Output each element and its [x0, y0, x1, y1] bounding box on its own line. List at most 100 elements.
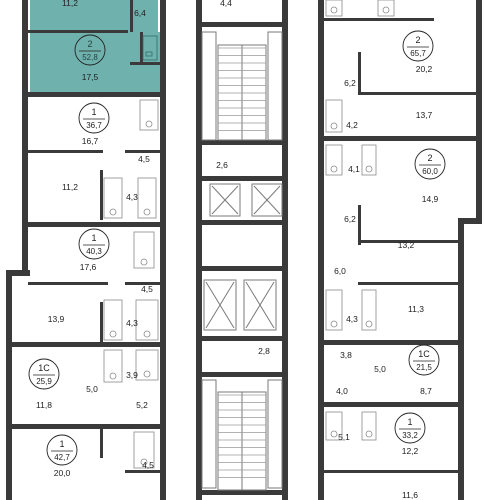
fixture-shape	[145, 120, 153, 128]
area-label: 5,1	[338, 432, 350, 442]
badge-circle	[78, 102, 110, 134]
area-label: 3,8	[340, 350, 352, 360]
apartment-badge[interactable]: 1С 21,5	[408, 344, 440, 376]
fixture-shape	[143, 208, 151, 216]
area-label: 4,5	[142, 460, 154, 470]
fixture-shape	[103, 177, 123, 219]
apartment-room-count: 1	[91, 233, 96, 243]
area-label: 17,6	[80, 262, 97, 272]
apartment-total-area: 33,2	[402, 431, 418, 440]
badge-circle	[408, 344, 440, 376]
fixture-shape	[140, 258, 148, 266]
left-block-walls	[6, 0, 166, 500]
staircase-lower	[217, 391, 267, 491]
fixture-shape	[103, 299, 123, 341]
apartment-total-area: 21,5	[416, 363, 432, 372]
fixture-shape	[365, 430, 373, 438]
apartment-room-count: 1С	[418, 349, 430, 359]
fixture-shape	[137, 177, 157, 219]
apartment-room-count: 1	[407, 417, 412, 427]
area-label: 17,5	[82, 72, 99, 82]
apartment-badge[interactable]: 136,7	[78, 102, 110, 134]
elevator-shafts	[203, 183, 283, 331]
fixture-shape	[330, 320, 338, 328]
area-label: 2,8	[258, 346, 270, 356]
bathroom-fixtures	[103, 0, 395, 469]
fixture-shape	[361, 144, 377, 176]
area-label: 4,3	[346, 314, 358, 324]
apartment-total-area: 52,8	[82, 53, 98, 62]
area-label: 5,0	[374, 364, 386, 374]
area-label: 11,2	[62, 182, 78, 192]
fixture-shape	[330, 165, 338, 173]
apartment-total-area: 36,7	[86, 121, 102, 130]
fixture-shape	[139, 99, 159, 131]
apartment-room-count: 1	[59, 439, 64, 449]
apartment-total-area: 25,9	[36, 377, 52, 386]
area-label: 4,3	[126, 192, 138, 202]
fixture-shape	[109, 208, 117, 216]
area-label: 2,6	[216, 160, 228, 170]
area-label: 3,9	[126, 370, 138, 380]
apartment-room-count: 1	[91, 107, 96, 117]
badge-circle	[46, 434, 78, 466]
apartment-badge[interactable]: 133,2	[394, 412, 426, 444]
apartment-total-area: 40,3	[86, 247, 102, 256]
badge-circle	[74, 34, 106, 66]
fixture-shape	[133, 431, 155, 469]
sink-fixture	[145, 51, 153, 57]
area-label: 4,2	[346, 120, 358, 130]
area-label: 4,0	[336, 386, 348, 396]
area-label: 13,2	[398, 240, 415, 250]
area-label: 5,2	[136, 400, 148, 410]
fixture-shape	[103, 349, 123, 383]
fixture-shape	[135, 299, 159, 341]
fixture-shape	[330, 122, 338, 130]
room-area-labels: 11,2 6,4 17,5 16,7 4,5 11,2 4,3 17,6 4,5…	[36, 0, 439, 500]
area-label: 13,7	[416, 110, 433, 120]
apartment-badge[interactable]: 260,0	[414, 148, 446, 180]
fixture-shape	[330, 430, 338, 438]
highlighted-apartment-walls	[28, 0, 165, 65]
area-label: 6,2	[344, 78, 356, 88]
area-label: 14,9	[422, 194, 439, 204]
fixture-shape	[325, 289, 343, 331]
area-label: 20,0	[54, 468, 71, 478]
badge-circle	[78, 228, 110, 260]
badge-circle	[28, 358, 60, 390]
area-label: 11,6	[402, 490, 418, 500]
area-label: 13,9	[48, 314, 65, 324]
highlighted-apartment-fill[interactable]	[30, 0, 158, 32]
staircase-upper	[217, 44, 267, 141]
fixture-shape	[325, 411, 343, 441]
fixture-shape	[109, 372, 117, 380]
area-label: 4,4	[220, 0, 232, 8]
fixture-shape	[143, 330, 151, 338]
area-label: 6,0	[334, 266, 346, 276]
area-label: 8,7	[420, 386, 432, 396]
area-label: 11,8	[36, 400, 52, 410]
fixture-shape	[143, 370, 151, 378]
apartment-badge[interactable]: 142,7	[46, 434, 78, 466]
apartment-badge[interactable]: 140,3	[78, 228, 110, 260]
area-label: 4,5	[138, 154, 150, 164]
apartment-room-count: 2	[415, 35, 420, 45]
area-label: 4,1	[348, 164, 360, 174]
apartment-total-area: 60,0	[422, 167, 438, 176]
apartment-badge[interactable]: 265,7	[402, 30, 434, 62]
badge-circle	[402, 30, 434, 62]
apartment-badge[interactable]: 252,8	[74, 34, 106, 66]
fixture-shape	[365, 320, 373, 328]
fixture-shape	[135, 349, 159, 381]
apartment-total-area: 65,7	[410, 49, 426, 58]
fixture-shape	[140, 458, 148, 466]
fixture-shape	[361, 289, 377, 331]
fixture-shape	[133, 231, 155, 269]
central-core-walls	[196, 0, 288, 500]
area-label: 4,3	[126, 318, 138, 328]
area-label: 16,7	[82, 136, 99, 146]
area-label: 6,4	[134, 8, 146, 18]
area-label: 11,3	[408, 304, 424, 314]
badge-circle	[394, 412, 426, 444]
